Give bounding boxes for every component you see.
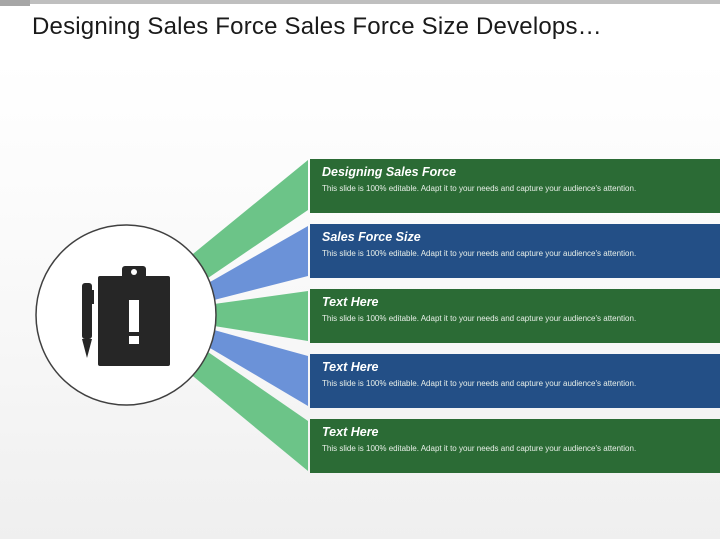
slide-title: Designing Sales Force Sales Force Size D… bbox=[32, 13, 602, 40]
item-box-3: Text Here This slide is 100% editable. A… bbox=[310, 289, 720, 343]
item-body: This slide is 100% editable. Adapt it to… bbox=[322, 379, 637, 388]
connector-1 bbox=[188, 160, 308, 278]
item-body: This slide is 100% editable. Adapt it to… bbox=[322, 184, 637, 193]
top-border-tab bbox=[0, 0, 30, 6]
connector-2 bbox=[210, 226, 308, 300]
item-box-4: Text Here This slide is 100% editable. A… bbox=[310, 354, 720, 408]
connector-4 bbox=[210, 330, 308, 406]
item-box-1: Designing Sales Force This slide is 100%… bbox=[310, 159, 720, 213]
item-title: Designing Sales Force bbox=[322, 165, 457, 179]
item-title: Sales Force Size bbox=[322, 230, 421, 244]
item-title: Text Here bbox=[322, 425, 379, 439]
clipboard-with-pen-icon bbox=[82, 266, 170, 366]
item-box-5: Text Here This slide is 100% editable. A… bbox=[310, 419, 720, 473]
top-border bbox=[0, 0, 720, 4]
item-body: This slide is 100% editable. Adapt it to… bbox=[322, 444, 637, 453]
connector-5 bbox=[188, 352, 308, 471]
connector-3 bbox=[214, 291, 308, 341]
item-title: Text Here bbox=[322, 360, 379, 374]
item-body: This slide is 100% editable. Adapt it to… bbox=[322, 314, 637, 323]
item-body: This slide is 100% editable. Adapt it to… bbox=[322, 249, 637, 258]
item-box-2: Sales Force Size This slide is 100% edit… bbox=[310, 224, 720, 278]
item-title: Text Here bbox=[322, 295, 379, 309]
